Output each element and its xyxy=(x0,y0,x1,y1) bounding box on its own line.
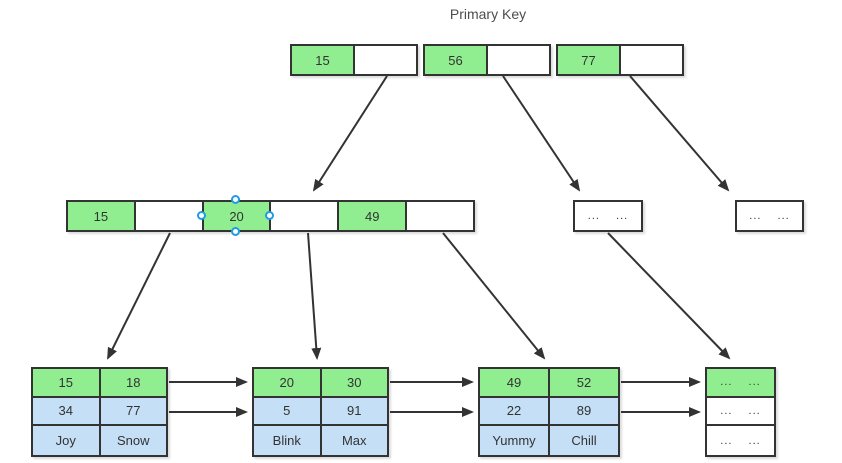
leaf-node-2[interactable]: 20 30 5 91 Blink Max xyxy=(252,367,389,457)
leaf-cell[interactable]: 77 xyxy=(100,397,166,425)
leaf-cell[interactable]: Yummy xyxy=(480,426,550,455)
overflow-node-2[interactable]: ... ... xyxy=(735,200,804,232)
leaf-cell[interactable]: 5 xyxy=(254,397,322,425)
leaf-cell[interactable]: Blink xyxy=(254,426,322,455)
leaf-node-3[interactable]: 49 52 22 89 Yummy Chill xyxy=(478,367,620,457)
arrow-internal-to-leaf-2[interactable] xyxy=(307,232,322,360)
leaf-row-data: Yummy Chill xyxy=(480,426,618,455)
internal-pointer-cell[interactable] xyxy=(135,202,204,230)
arrow-root-to-internal[interactable] xyxy=(312,75,388,192)
root-node-segment-2[interactable]: 56 xyxy=(423,44,551,76)
leaf-cell[interactable]: 22 xyxy=(480,397,550,425)
leaf-row-data: 5 91 xyxy=(254,397,387,427)
leaf-node-4[interactable]: ... ... ... ... ... ... xyxy=(705,367,776,457)
leaf-row-data: Blink Max xyxy=(254,426,387,455)
leaf-row-key: 20 30 xyxy=(254,369,387,398)
arrow-internal-to-leaf-3[interactable] xyxy=(442,232,546,360)
leaf-cell[interactable]: Joy xyxy=(33,426,101,455)
leaf-cell[interactable]: 20 xyxy=(254,369,322,396)
root-node-segment-3[interactable]: 77 xyxy=(556,44,684,76)
leaf-row-key: ... ... xyxy=(707,369,774,398)
leaf-cell[interactable]: ... ... xyxy=(707,369,774,396)
leaf-row-data: ... ... xyxy=(707,426,774,455)
overflow-node-1[interactable]: ... ... xyxy=(573,200,643,232)
diagram-title[interactable]: Primary Key xyxy=(449,6,527,22)
selection-handle-bottom[interactable] xyxy=(231,227,240,236)
arrow-root-to-overflow-2[interactable] xyxy=(629,75,730,192)
root-node-segment-1[interactable]: 15 xyxy=(290,44,418,76)
leaf-cell[interactable]: 91 xyxy=(321,397,387,425)
leaf-cell[interactable]: 52 xyxy=(550,369,618,396)
internal-key-cell[interactable]: 49 xyxy=(339,202,408,230)
leaf-node-1[interactable]: 15 18 34 77 Joy Snow xyxy=(31,367,168,457)
leaf-cell[interactable]: Chill xyxy=(550,426,618,455)
selection-handle-top[interactable] xyxy=(231,195,240,204)
leaf-cell[interactable]: Snow xyxy=(100,426,166,455)
leaf-cell[interactable]: 15 xyxy=(33,369,101,396)
root-key-cell[interactable]: 77 xyxy=(558,46,621,74)
leaf-row-data: 22 89 xyxy=(480,397,618,427)
root-pointer-cell[interactable] xyxy=(621,46,682,74)
selection-handle-right[interactable] xyxy=(265,211,274,220)
root-key-cell[interactable]: 15 xyxy=(292,46,355,74)
leaf-row-key: 49 52 xyxy=(480,369,618,398)
root-pointer-cell[interactable] xyxy=(355,46,416,74)
internal-pointer-cell[interactable] xyxy=(407,202,473,230)
leaf-cell[interactable]: 89 xyxy=(550,397,618,425)
leaf-row-data: ... ... xyxy=(707,397,774,427)
leaf-cell[interactable]: 34 xyxy=(33,397,101,425)
leaf-cell[interactable]: Max xyxy=(321,426,387,455)
leaf-cell[interactable]: ... ... xyxy=(707,426,774,455)
leaf-row-data: 34 77 xyxy=(33,397,166,427)
leaf-cell[interactable]: 49 xyxy=(480,369,550,396)
internal-key-cell[interactable]: 15 xyxy=(68,202,136,230)
internal-pointer-cell[interactable] xyxy=(271,202,340,230)
selection-handle-left[interactable] xyxy=(197,211,206,220)
internal-key-cell-selected[interactable]: 20 xyxy=(203,202,272,230)
root-pointer-cell[interactable] xyxy=(488,46,549,74)
arrow-root-to-overflow-1[interactable] xyxy=(502,75,581,192)
leaf-row-data: Joy Snow xyxy=(33,426,166,455)
leaf-cell[interactable]: 30 xyxy=(321,369,387,396)
leaf-row-key: 15 18 xyxy=(33,369,166,398)
arrow-internal-to-leaf-1[interactable] xyxy=(107,232,171,360)
root-key-cell[interactable]: 56 xyxy=(425,46,488,74)
leaf-cell[interactable]: 18 xyxy=(100,369,166,396)
leaf-cell[interactable]: ... ... xyxy=(707,397,774,425)
arrow-overflow-to-leaf-4[interactable] xyxy=(607,232,731,360)
